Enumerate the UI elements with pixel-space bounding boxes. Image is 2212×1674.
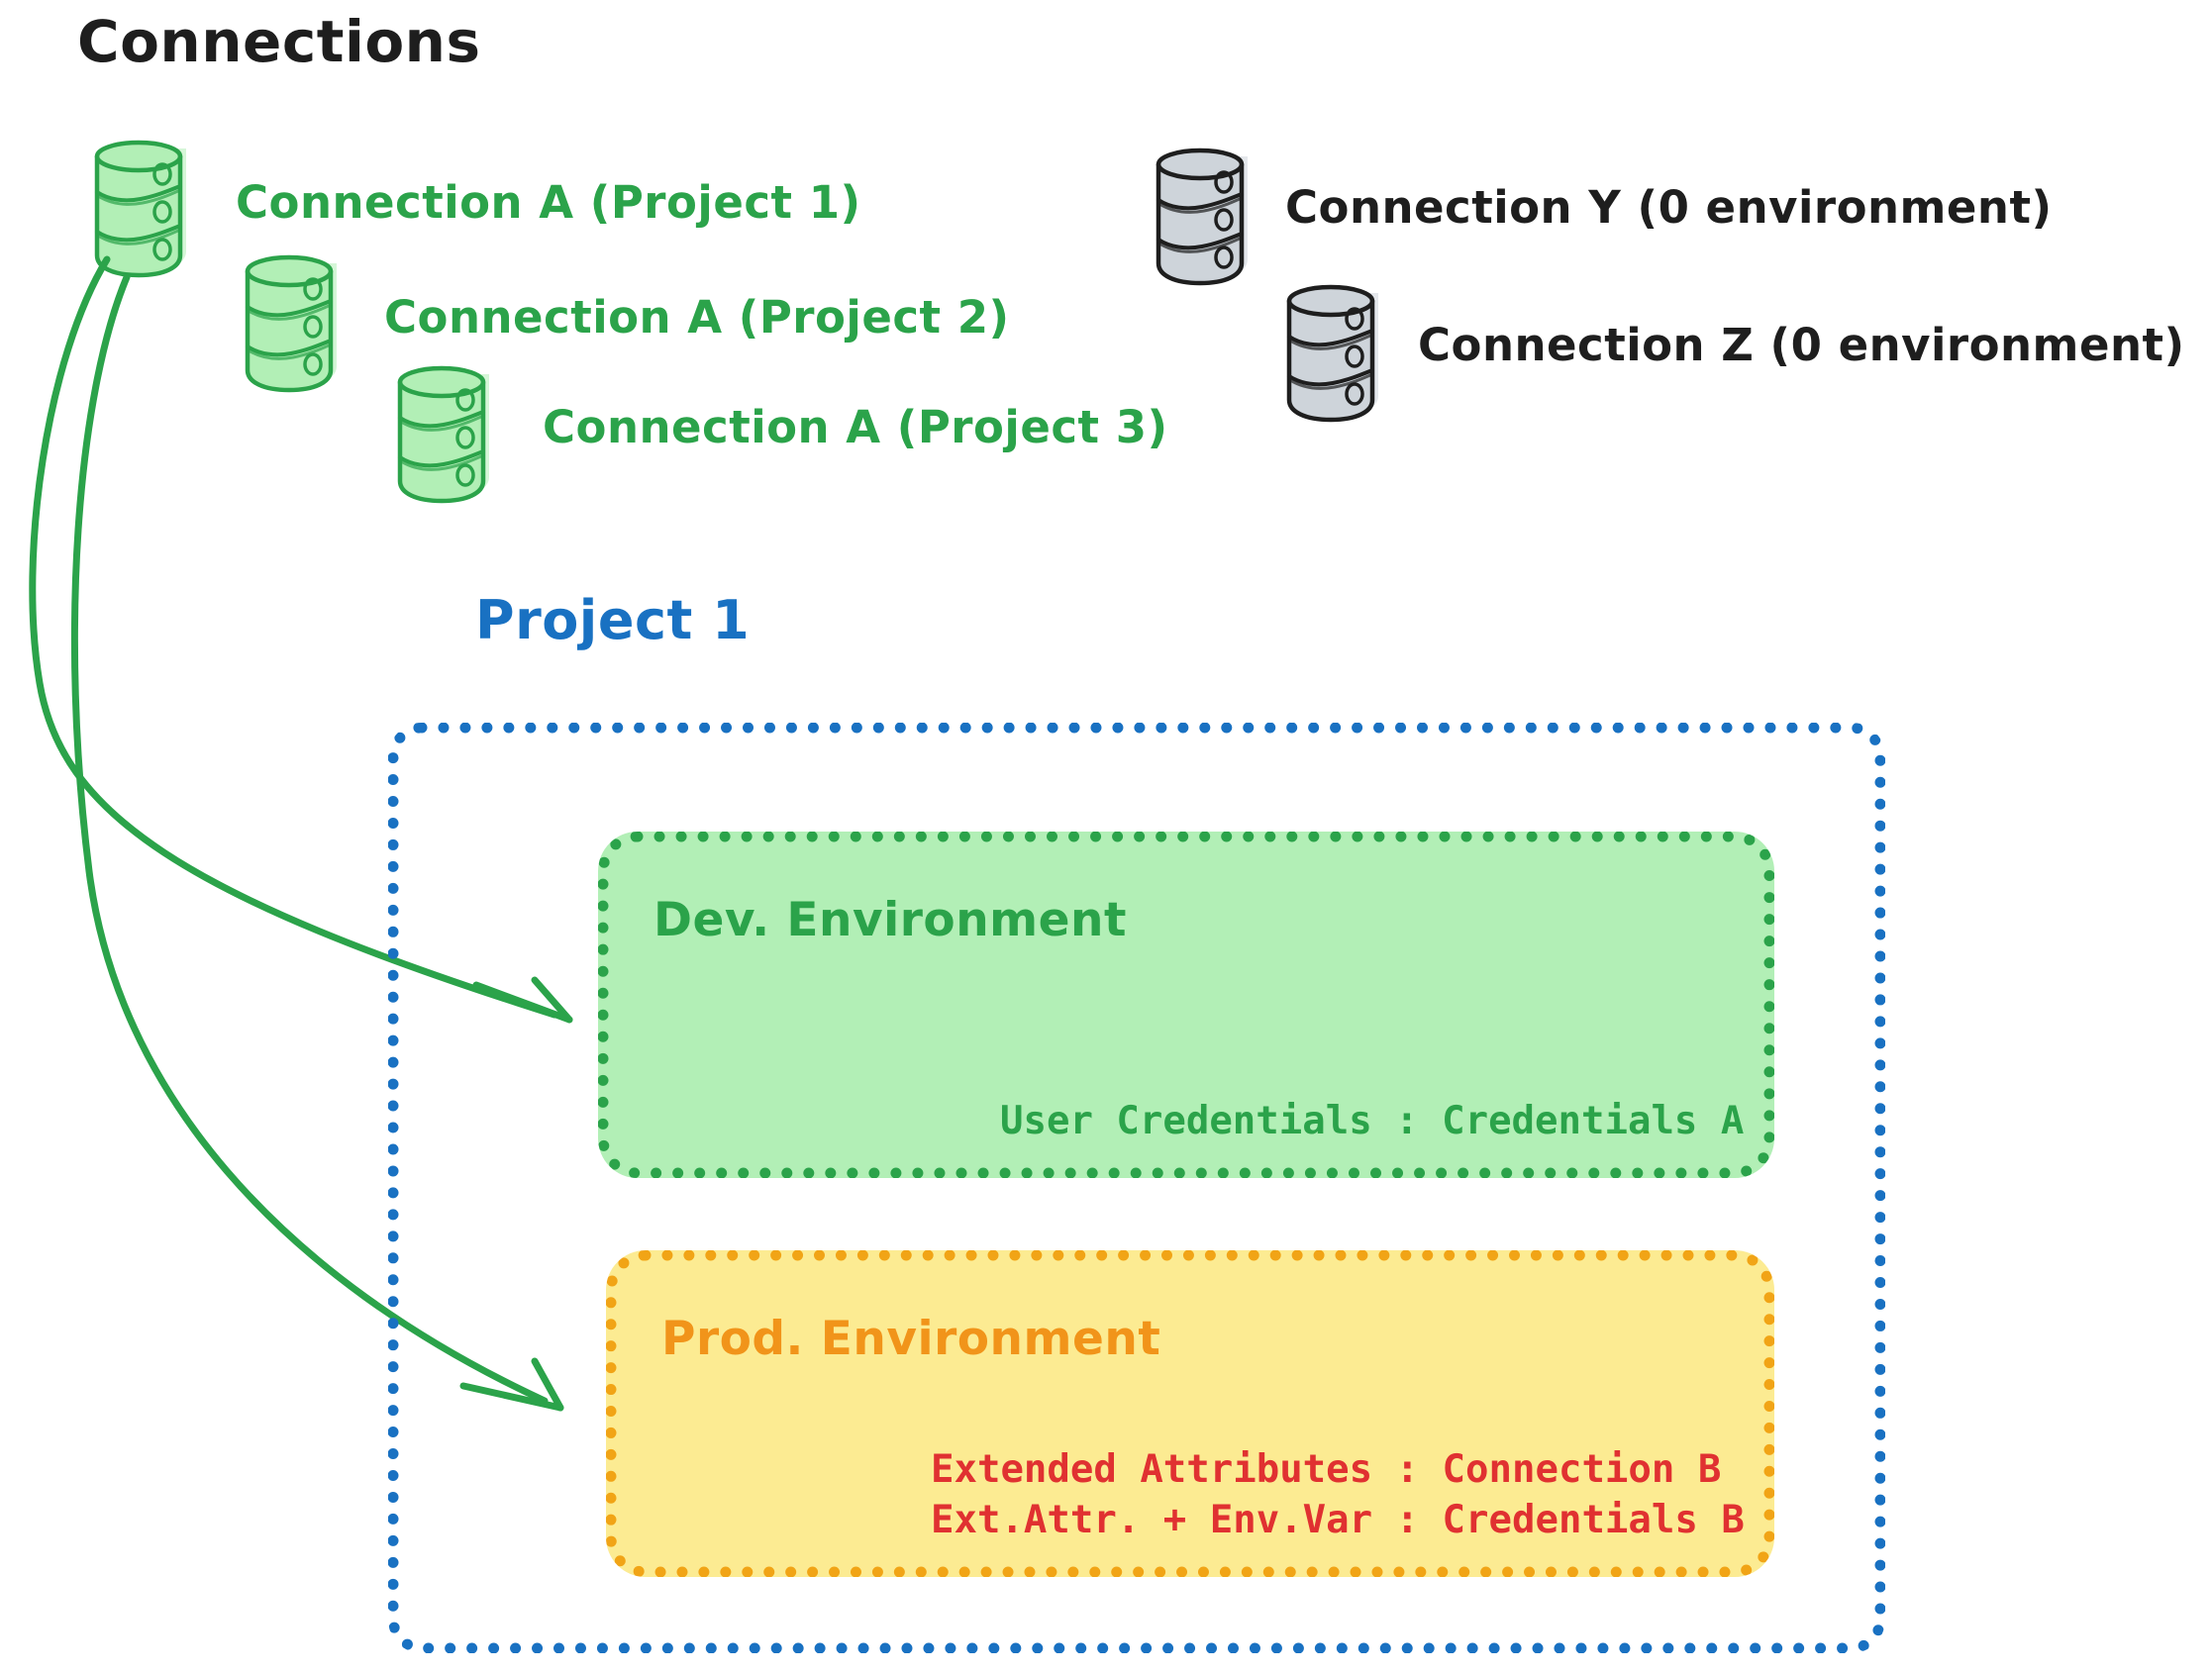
database-icon-connection-a-project-3	[400, 368, 489, 501]
prod-environment-extended-attributes-line: Extended Attributes : Connection B	[931, 1447, 1722, 1492]
prod-environment-container	[606, 1250, 1774, 1577]
database-icon-connection-a-project-2	[248, 257, 337, 390]
database-icon-connection-z	[1289, 287, 1378, 420]
connection-label-a-project-1: Connection A (Project 1)	[236, 176, 861, 229]
dev-environment-container	[598, 832, 1774, 1178]
connection-label-a-project-3: Connection A (Project 3)	[543, 401, 1168, 453]
page-title: Connections	[77, 8, 481, 75]
prod-environment-env-var-line: Ext.Attr. + Env.Var : Credentials B	[931, 1498, 1745, 1542]
database-icon-connection-y	[1158, 150, 1248, 283]
project-title: Project 1	[475, 589, 751, 651]
connection-label-z: Connection Z (0 environment)	[1418, 319, 2185, 371]
database-icon-connection-a-project-1	[97, 143, 186, 275]
prod-environment-title: Prod. Environment	[661, 1312, 1161, 1366]
project-container	[388, 723, 1885, 1653]
dev-environment-title: Dev. Environment	[654, 893, 1127, 947]
connection-label-y: Connection Y (0 environment)	[1285, 181, 2053, 234]
connection-label-a-project-2: Connection A (Project 2)	[384, 291, 1010, 344]
dev-environment-credentials-line: User Credentials : Credentials A	[1000, 1099, 1745, 1143]
